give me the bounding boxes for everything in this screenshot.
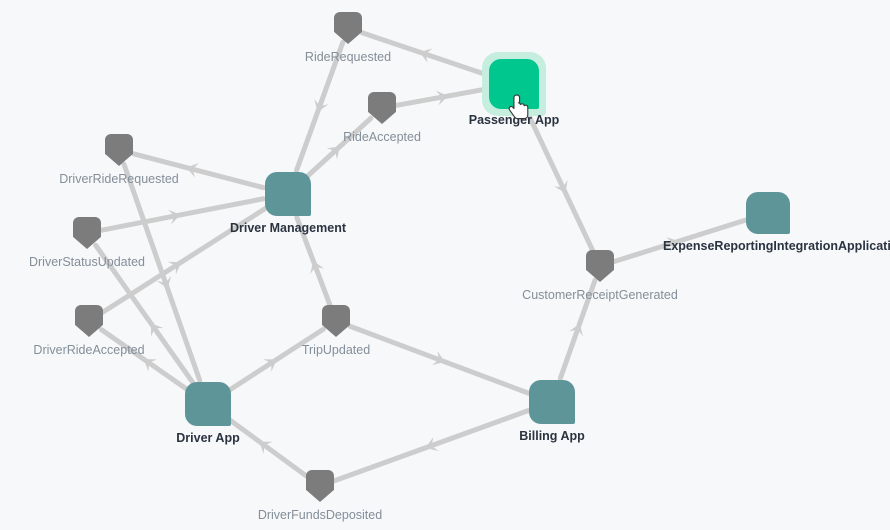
edge-arrow-icon xyxy=(314,99,329,112)
edge-arrow-icon xyxy=(143,359,158,372)
event-node-shape[interactable] xyxy=(75,305,103,337)
graph-node-driver-ride-accepted[interactable]: DriverRideAccepted xyxy=(33,305,145,357)
edge-arrow-icon xyxy=(150,323,164,337)
graph-node-billing-app[interactable]: Billing App xyxy=(519,380,585,443)
edge-arrow-icon xyxy=(310,260,325,274)
graph-edge xyxy=(611,217,748,264)
graph-edge xyxy=(131,151,267,191)
graph-node-driver-ride-requested[interactable]: DriverRideRequested xyxy=(59,134,179,186)
graph-node-ride-accepted[interactable]: RideAccepted xyxy=(343,92,421,144)
edge-arrow-icon xyxy=(568,323,584,337)
edge-arrow-icon xyxy=(167,261,182,275)
graph-edge xyxy=(225,416,311,480)
edge-arrow-icon xyxy=(554,179,568,194)
graph-node-passenger-app[interactable]: Passenger App xyxy=(469,52,559,127)
graph-edge xyxy=(523,105,597,255)
application-node-shape[interactable] xyxy=(489,59,539,109)
edge-arrow-icon xyxy=(156,275,172,289)
event-node-shape[interactable] xyxy=(105,134,133,166)
graph-node-driver-status-updated[interactable]: DriverStatusUpdated xyxy=(29,217,145,269)
graph-node-expense-reporting[interactable]: ExpenseReportingIntegrationApplication xyxy=(663,192,890,253)
edge-arrow-icon xyxy=(432,350,445,366)
graph-node-trip-updated[interactable]: TripUpdated xyxy=(302,305,370,357)
application-node-shape[interactable] xyxy=(746,192,790,234)
event-node-shape[interactable] xyxy=(368,92,396,124)
edge-arrow-icon xyxy=(186,163,199,178)
graph-node-driver-funds-deposited[interactable]: DriverFundsDeposited xyxy=(258,470,382,522)
graph-edge xyxy=(99,204,270,316)
graph-node-customer-receipt-generated[interactable]: CustomerReceiptGenerated xyxy=(522,250,678,302)
event-node-shape[interactable] xyxy=(334,12,362,44)
event-node-shape[interactable] xyxy=(322,305,350,337)
edge-arrow-icon xyxy=(326,146,340,160)
edge-arrow-icon xyxy=(263,359,277,372)
application-node-shape[interactable] xyxy=(529,380,575,424)
event-node-shape[interactable] xyxy=(586,250,614,282)
edge-arrow-icon xyxy=(259,441,273,455)
event-node-shape[interactable] xyxy=(73,217,101,249)
edge-arrow-icon xyxy=(419,48,433,63)
edge-arrow-icon xyxy=(168,209,181,225)
edge-arrow-icon xyxy=(425,436,439,452)
edge-arrow-icon xyxy=(666,237,679,252)
edge-arrow-icon xyxy=(435,90,449,106)
graph-node-ride-requested[interactable]: RideRequested xyxy=(305,12,391,64)
graph-node-driver-management[interactable]: Driver Management xyxy=(230,172,346,235)
application-node-shape[interactable] xyxy=(185,382,231,426)
application-node-shape[interactable] xyxy=(265,172,311,216)
graph-edge xyxy=(99,196,266,233)
graph-node-driver-app[interactable]: Driver App xyxy=(176,382,240,445)
event-node-shape[interactable] xyxy=(306,470,334,502)
graph-edge xyxy=(93,242,197,387)
